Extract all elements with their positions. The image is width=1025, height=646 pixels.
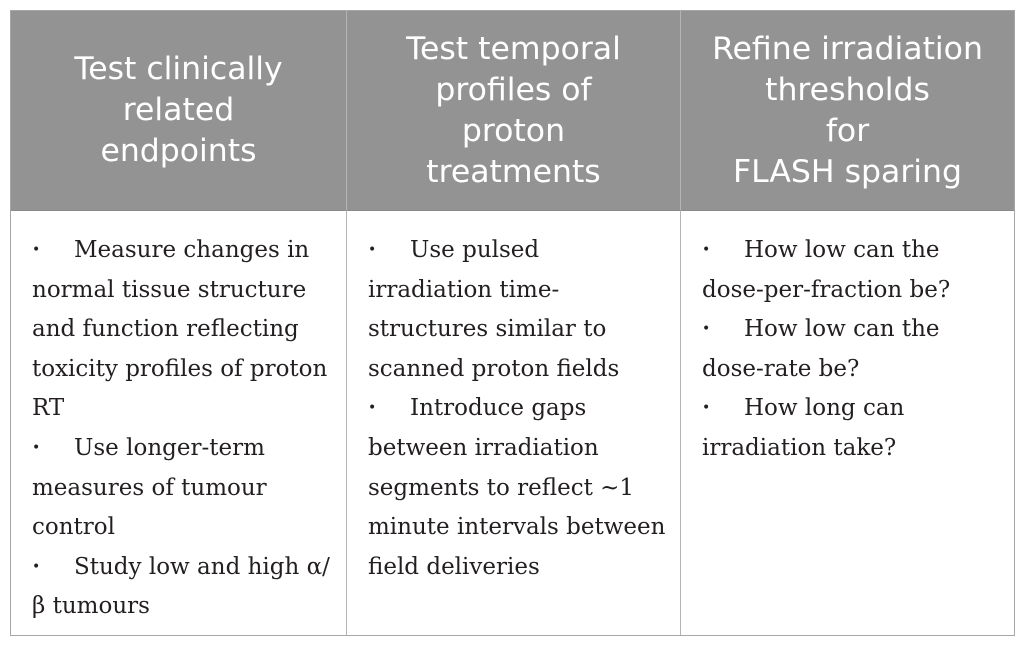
- list-item-text: Measure changes in normal tissue structu…: [32, 237, 328, 422]
- bullet-icon: •: [32, 558, 41, 575]
- list-item: •Use pulsed irradiation time-structures …: [368, 231, 670, 389]
- bullet-list: •Measure changes in normal tissue struct…: [32, 231, 336, 627]
- header-text: Refine irradiation thresholds for FLASH …: [712, 30, 983, 190]
- bullet-icon: •: [368, 242, 377, 258]
- list-item: •Study low and high α/β tumours: [32, 548, 336, 627]
- list-item: •How long can irradiation take?: [702, 389, 1004, 468]
- header-cell-clinical-endpoints: Test clinically related endpoints: [11, 11, 347, 211]
- header-text: Test clinically related endpoints: [74, 51, 283, 169]
- header-text: Test temporal profiles of proton treatme…: [406, 30, 621, 190]
- list-item: •How low can the dose-per-fraction be?: [702, 231, 1004, 310]
- header-cell-irradiation-thresholds: Refine irradiation thresholds for FLASH …: [681, 11, 1014, 211]
- list-item-text: Study low and high α/β tumours: [32, 553, 330, 620]
- bullet-icon: •: [368, 400, 377, 417]
- list-item-text: Use longer-term measures of tumour contr…: [32, 434, 267, 541]
- list-item: •Use longer-term measures of tumour cont…: [32, 429, 336, 548]
- list-item-text: Introduce gaps between irradiation segme…: [368, 395, 666, 580]
- bullet-list: •Use pulsed irradiation time-structures …: [368, 231, 670, 587]
- list-item: •How low can the dose-rate be?: [702, 310, 1004, 389]
- bullet-icon: •: [702, 242, 711, 258]
- summary-table: Test clinically related endpoints Test t…: [10, 10, 1015, 636]
- list-item-text: How low can the dose-per-fraction be?: [702, 237, 951, 303]
- body-cell-irradiation-thresholds: •How low can the dose-per-fraction be? •…: [681, 211, 1014, 635]
- bullet-list: •How low can the dose-per-fraction be? •…: [702, 231, 1004, 469]
- list-item-text: How long can irradiation take?: [702, 395, 905, 461]
- header-cell-temporal-profiles: Test temporal profiles of proton treatme…: [347, 11, 681, 211]
- bullet-icon: •: [32, 439, 41, 456]
- list-item: •Introduce gaps between irradiation segm…: [368, 389, 670, 587]
- list-item-text: How low can the dose-rate be?: [702, 316, 940, 382]
- body-cell-temporal-profiles: •Use pulsed irradiation time-structures …: [347, 211, 681, 635]
- bullet-icon: •: [702, 400, 711, 417]
- bullet-icon: •: [702, 321, 711, 338]
- list-item-text: Use pulsed irradiation time-structures s…: [368, 237, 620, 382]
- list-item: •Measure changes in normal tissue struct…: [32, 231, 336, 429]
- bullet-icon: •: [32, 242, 41, 258]
- body-cell-clinical-endpoints: •Measure changes in normal tissue struct…: [11, 211, 347, 635]
